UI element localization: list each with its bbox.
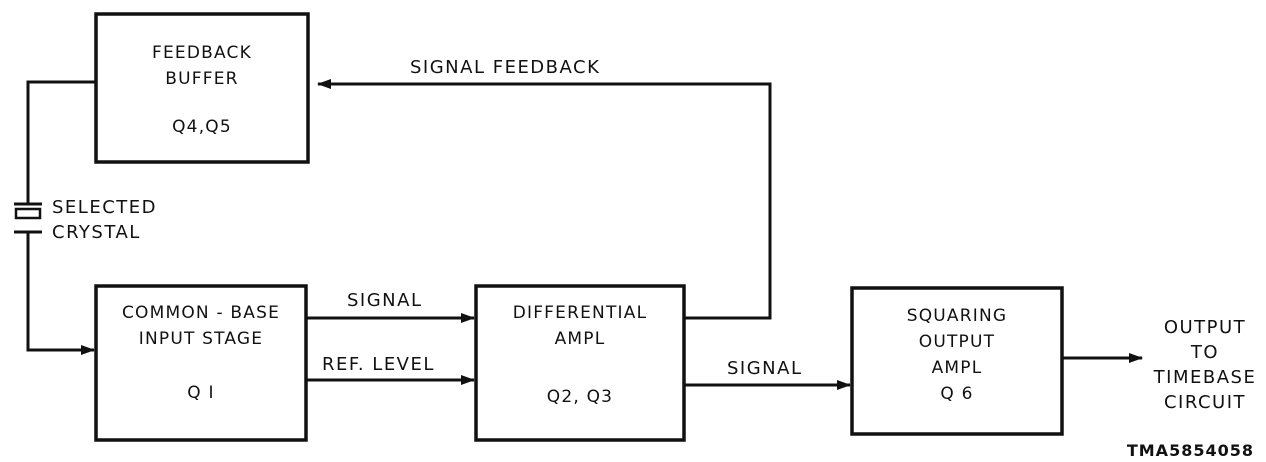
output-label-line2: TO — [1190, 342, 1219, 363]
crystal-icon — [14, 202, 42, 234]
common-base-line1: COMMON - BASE — [122, 303, 280, 323]
squaring-line3: AMPL — [932, 358, 983, 378]
signal-path-1: SIGNAL — [306, 290, 475, 323]
ref-level-path: REF. LEVEL — [306, 354, 475, 385]
common-base-code: Q I — [187, 383, 214, 403]
differential-line1: DIFFERENTIAL — [513, 303, 648, 323]
signal-label-2: SIGNAL — [727, 358, 803, 379]
ref-level-label: REF. LEVEL — [322, 354, 435, 375]
output-label-line4: CIRCUIT — [1164, 392, 1246, 413]
output-label-line3: TIMEBASE — [1153, 367, 1257, 388]
crystal-label-line1: SELECTED — [52, 197, 157, 218]
signal-feedback-path: SIGNAL FEEDBACK — [317, 57, 772, 320]
signal-path-2: SIGNAL — [684, 358, 851, 390]
common-base-input-stage-block: COMMON - BASE INPUT STAGE Q I — [94, 284, 308, 442]
differential-ampl-block: DIFFERENTIAL AMPL Q2, Q3 — [474, 284, 686, 442]
squaring-output-ampl-block: SQUARING OUTPUT AMPL Q 6 — [850, 286, 1064, 436]
squaring-code: Q 6 — [940, 384, 973, 404]
common-base-line2: INPUT STAGE — [139, 329, 264, 349]
feedback-buffer-line1: FEEDBACK — [152, 43, 252, 63]
differential-code: Q2, Q3 — [547, 387, 613, 407]
output-path: OUTPUT TO TIMEBASE CIRCUIT — [1062, 317, 1257, 413]
signal-label-1: SIGNAL — [347, 290, 423, 311]
differential-line2: AMPL — [555, 329, 606, 349]
crystal-path: SELECTED CRYSTAL — [14, 80, 157, 355]
feedback-buffer-block: FEEDBACK BUFFER Q4,Q5 — [94, 12, 310, 164]
crystal-label-line2: CRYSTAL — [52, 222, 141, 243]
feedback-buffer-line2: BUFFER — [165, 69, 238, 89]
squaring-line1: SQUARING — [907, 306, 1008, 326]
signal-feedback-label: SIGNAL FEEDBACK — [410, 57, 600, 78]
feedback-buffer-code: Q4,Q5 — [172, 117, 232, 137]
figure-code: TMA5854058 — [1127, 441, 1254, 460]
squaring-line2: OUTPUT — [919, 332, 996, 352]
output-label-line1: OUTPUT — [1164, 317, 1246, 338]
